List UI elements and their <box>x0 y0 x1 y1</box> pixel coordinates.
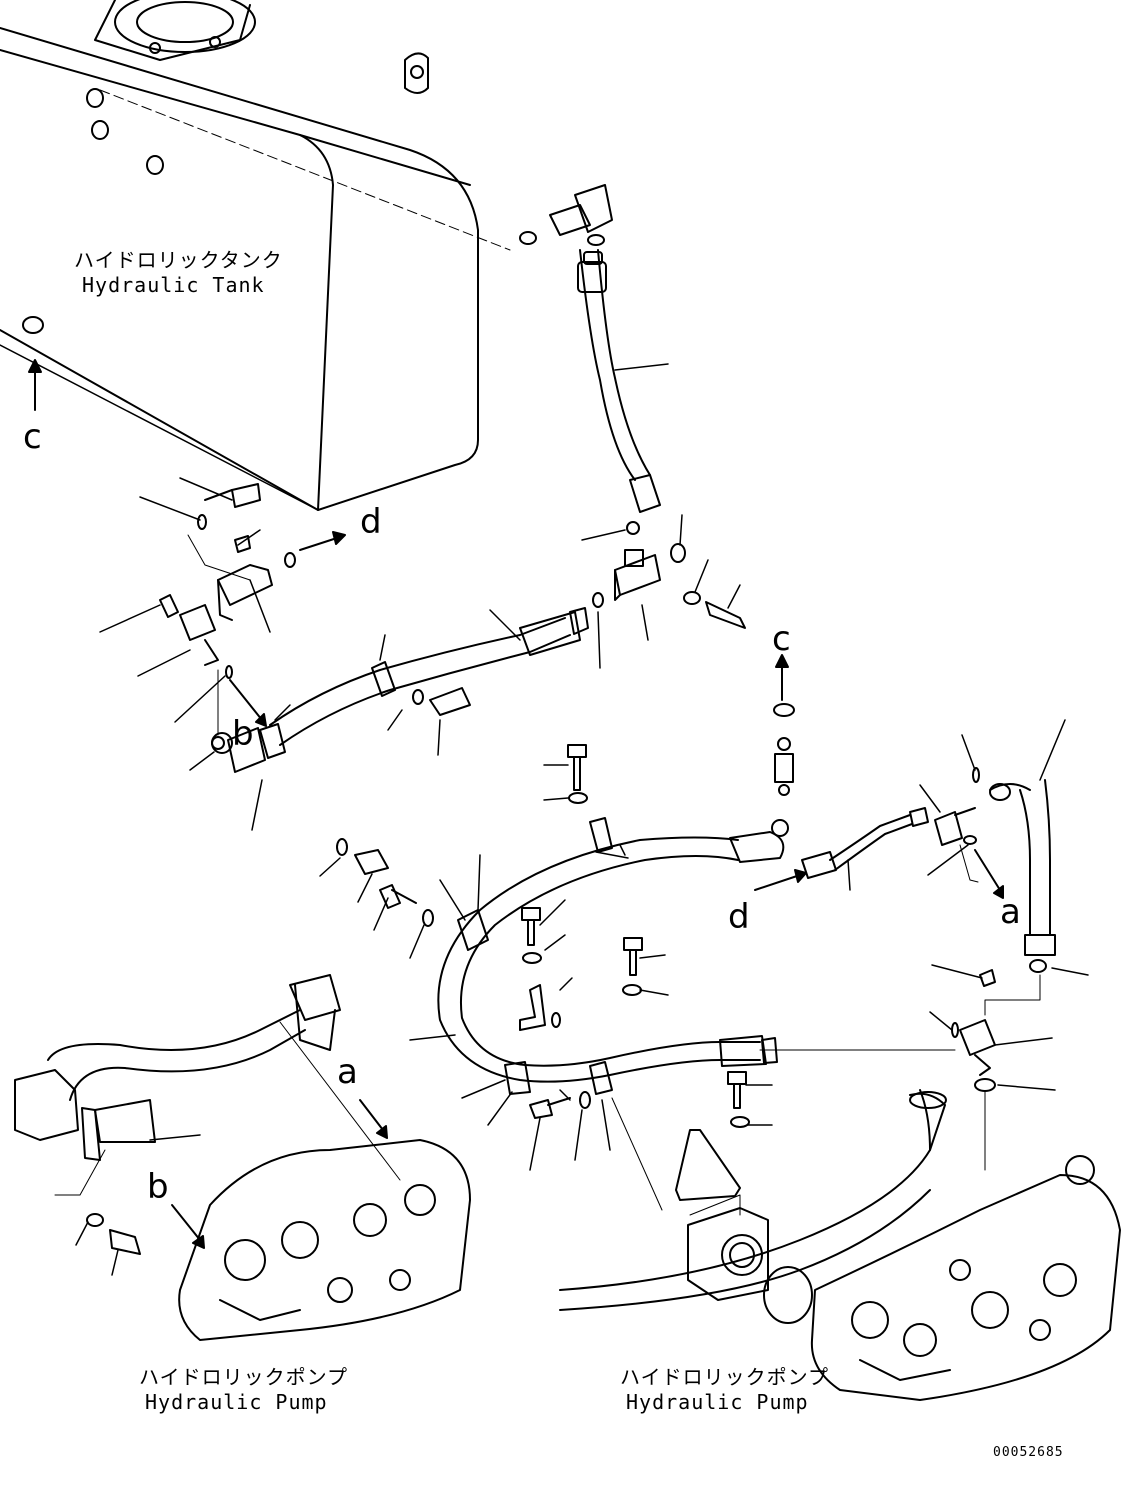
hydraulic-tank <box>0 0 511 511</box>
main-pump-hose <box>409 703 956 1151</box>
callout-a-mid: a <box>337 1052 358 1092</box>
pump-right-label-jp: ハイドロリックポンプ <box>620 1365 829 1389</box>
tank-label-jp: ハイドロリックタンク <box>74 248 283 272</box>
pump-right-label-en: Hydraulic Pump <box>626 1390 809 1414</box>
callout-c-top-left: c <box>23 417 42 457</box>
callout-d-mid: d <box>728 897 750 937</box>
tee-block <box>581 514 746 669</box>
callout-d-top: d <box>360 502 382 542</box>
callout-arrows <box>28 359 1004 1249</box>
left-hose-assembly <box>211 607 589 831</box>
right-hydraulic-pump <box>559 1089 1121 1401</box>
left-bracket-fittings <box>99 477 296 771</box>
upper-return-hose <box>519 184 669 513</box>
document-number: 00052685 <box>993 1445 1064 1460</box>
callout-b-left: b <box>147 1167 169 1207</box>
callout-b-mid: b <box>232 714 254 754</box>
callout-a-right: a <box>1000 892 1021 932</box>
bolts-and-washers <box>319 744 773 1216</box>
small-tube <box>801 807 929 891</box>
callout-c-right: c <box>772 619 791 659</box>
right-hose <box>919 719 1089 1016</box>
tank-label-en: Hydraulic Tank <box>82 273 265 297</box>
pump-left-label-en: Hydraulic Pump <box>145 1390 328 1414</box>
pump-left-label-jp: ハイドロリックポンプ <box>139 1365 348 1389</box>
right-tee-fitting <box>929 964 1056 1171</box>
left-hydraulic-pump <box>14 974 471 1341</box>
